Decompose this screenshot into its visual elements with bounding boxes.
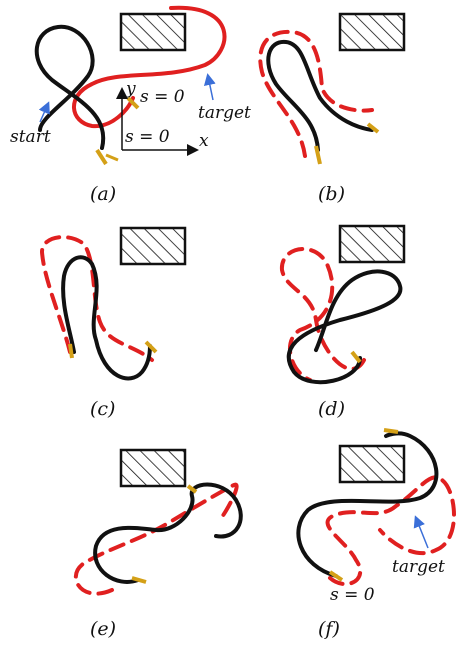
s-zero-label: s = 0 <box>140 87 185 107</box>
tip-marker <box>186 484 198 494</box>
target-label: target <box>392 557 445 577</box>
tip-marker <box>328 570 344 582</box>
s-zero-label: s = 0 <box>125 127 170 147</box>
start-arrow <box>38 101 50 123</box>
robot-curve <box>286 269 403 385</box>
obstacle <box>338 12 406 52</box>
obstacle <box>119 226 187 266</box>
obstacle <box>119 12 187 52</box>
tip-marker <box>144 340 158 354</box>
start-curve <box>34 24 106 150</box>
target-curve <box>258 29 374 158</box>
target-curve <box>325 475 456 586</box>
caption: (c) <box>90 398 115 420</box>
panel-a: x y s = 0 s = 0 start target (a) <box>10 5 251 205</box>
obstacle <box>119 448 187 488</box>
obstacle <box>338 224 406 264</box>
caption: (e) <box>90 618 116 640</box>
caption: (b) <box>318 183 345 205</box>
target-curve <box>279 246 366 382</box>
robot-curve <box>296 431 439 578</box>
s-zero-label: s = 0 <box>330 585 375 605</box>
panel-b: (b) <box>258 12 406 205</box>
target-arrow <box>203 73 216 101</box>
robot-curve <box>61 255 152 381</box>
target-label: target <box>198 103 251 123</box>
tip-marker <box>366 122 380 134</box>
tip-marker <box>314 145 322 165</box>
axis-y-label: y <box>125 79 136 99</box>
tip-marker <box>95 148 108 166</box>
robot-curve <box>266 39 374 152</box>
tip-marker <box>383 428 399 434</box>
panel-c: (c) <box>39 226 187 420</box>
start-label: start <box>10 127 51 147</box>
caption: (d) <box>318 398 345 420</box>
target-curve <box>39 235 154 362</box>
tip-marker <box>350 350 362 364</box>
obstacle <box>338 444 406 484</box>
panel-d: (d) <box>279 224 406 420</box>
caption: (a) <box>90 183 116 205</box>
caption: (f) <box>318 618 340 640</box>
tip-marker <box>105 153 119 162</box>
robot-curve <box>93 482 243 584</box>
target-curve <box>72 5 227 129</box>
tip-marker <box>126 96 140 110</box>
panel-f: target s = 0 (f) <box>296 428 456 640</box>
tip-marker <box>131 576 147 584</box>
tip-marker <box>68 343 74 359</box>
panel-e: (e) <box>73 448 243 640</box>
target-arrow <box>413 515 429 549</box>
axis-x-label: x <box>199 131 209 151</box>
target-curve <box>73 482 239 596</box>
